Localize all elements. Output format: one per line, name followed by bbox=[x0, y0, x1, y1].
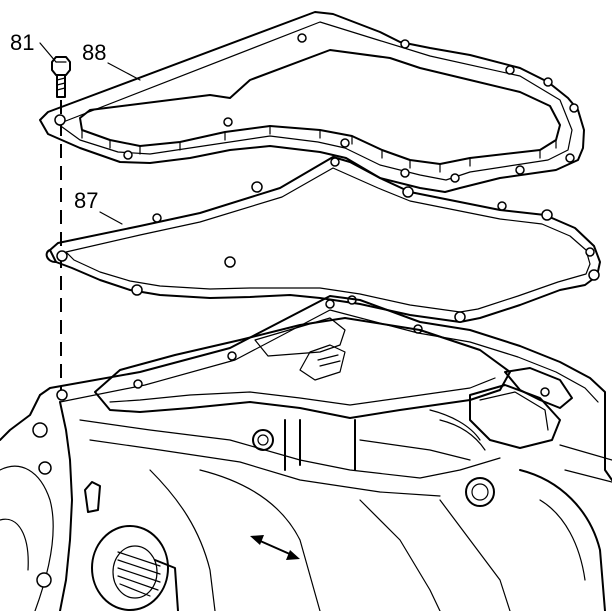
pan-bolt-holes bbox=[54, 33, 579, 183]
oil-pan bbox=[39, 11, 585, 193]
callout-label-88: 88 bbox=[82, 40, 106, 65]
callout-88: 88 bbox=[82, 40, 141, 81]
output-shaft bbox=[36, 525, 179, 611]
leader-line-88 bbox=[107, 62, 141, 81]
callout-label-81: 81 bbox=[10, 30, 34, 55]
gasket-bolt-holes bbox=[56, 157, 600, 323]
pan-bolt bbox=[51, 56, 71, 98]
callout-87: 87 bbox=[74, 188, 123, 225]
leader-line-87 bbox=[99, 211, 123, 225]
transmission-case bbox=[0, 295, 612, 611]
callout-81: 81 bbox=[10, 30, 57, 63]
solenoid-assembly bbox=[429, 367, 573, 451]
direction-arrow bbox=[250, 535, 300, 560]
callout-label-87: 87 bbox=[74, 188, 98, 213]
pan-gasket bbox=[45, 156, 601, 323]
